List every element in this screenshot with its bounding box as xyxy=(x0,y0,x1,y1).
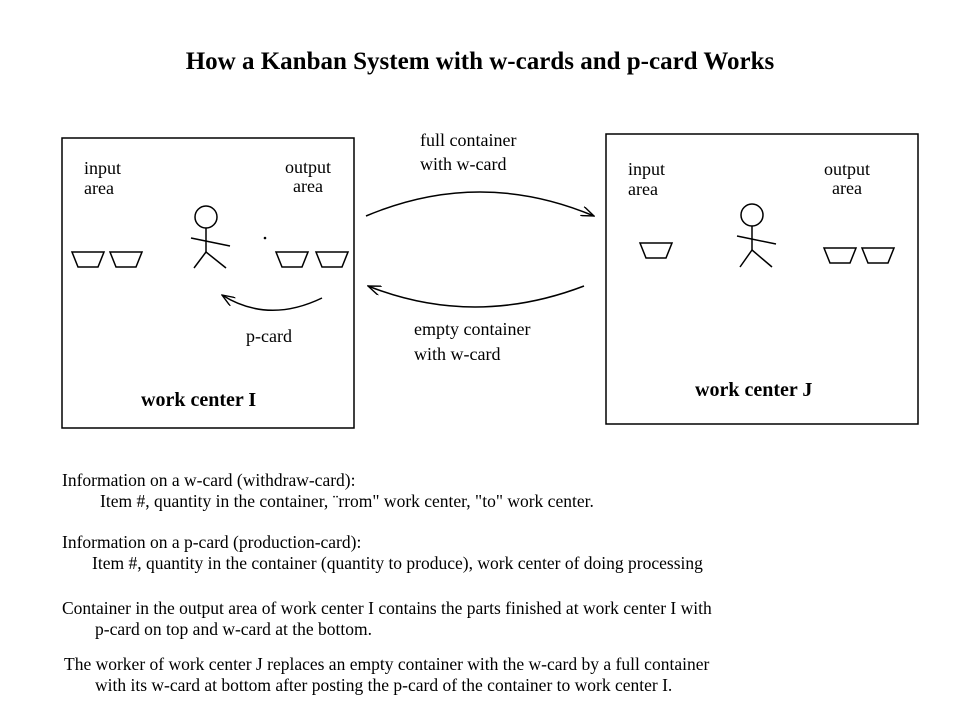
wc-j-input-label-1: input xyxy=(628,159,665,179)
wc-i-output-container xyxy=(274,251,310,268)
wc-i-input-container xyxy=(108,251,144,268)
wc-i-input-label-1: input xyxy=(84,158,121,178)
wc-j-worker-figure xyxy=(736,203,777,268)
p-card-info-detail: Item #, quantity in the container (quant… xyxy=(92,553,703,573)
work-center-j-box xyxy=(605,133,919,425)
wc-j-output-container xyxy=(860,247,896,264)
output-container-info-line-2: p-card on top and w-card at the bottom. xyxy=(95,619,372,639)
worker-j-info-line-2: with its w-card at bottom after posting … xyxy=(95,675,673,695)
wc-i-output-label-2: area xyxy=(293,176,323,196)
stray-dot xyxy=(263,236,267,240)
wc-j-input-label-2: area xyxy=(628,179,658,199)
work-center-i-box xyxy=(61,137,355,429)
empty-container-arrow xyxy=(368,286,585,308)
output-container-info-line-1: Container in the output area of work cen… xyxy=(62,598,712,618)
p-card-info: Information on a p-card (production-card… xyxy=(62,532,942,574)
w-card-info-detail: Item #, quantity in the container, ¨rrom… xyxy=(100,491,594,511)
wc-j-output-label-2: area xyxy=(832,178,862,198)
work-center-i-label: work center I xyxy=(141,389,256,411)
wc-j-output-label-1: output xyxy=(824,159,870,179)
full-container-arrow xyxy=(365,191,594,216)
p-card-arrow xyxy=(222,295,323,312)
full-container-label-2: with w-card xyxy=(420,154,506,174)
w-card-info: Information on a w-card (withdraw-card):… xyxy=(62,470,942,512)
page-title: How a Kanban System with w-cards and p-c… xyxy=(185,48,775,75)
wc-i-input-label-2: area xyxy=(84,178,114,198)
worker-j-info: The worker of work center J replaces an … xyxy=(64,654,944,696)
wc-i-output-container xyxy=(314,251,350,268)
p-card-label: p-card xyxy=(246,326,292,346)
work-center-j-label: work center J xyxy=(695,379,812,401)
wc-j-output-container xyxy=(822,247,858,264)
wc-i-output-label-1: output xyxy=(285,157,331,177)
wc-i-worker-figure xyxy=(190,205,231,269)
p-card-info-heading: Information on a p-card (production-card… xyxy=(62,532,362,552)
full-container-label-1: full container xyxy=(420,130,516,150)
empty-container-label-2: with w-card xyxy=(414,344,500,364)
w-card-info-heading: Information on a w-card (withdraw-card): xyxy=(62,470,356,490)
output-container-info: Container in the output area of work cen… xyxy=(62,598,942,640)
empty-container-label-1: empty container xyxy=(414,319,530,339)
worker-j-info-line-1: The worker of work center J replaces an … xyxy=(64,654,710,674)
wc-j-input-container xyxy=(638,242,674,259)
wc-i-input-container xyxy=(70,251,106,268)
